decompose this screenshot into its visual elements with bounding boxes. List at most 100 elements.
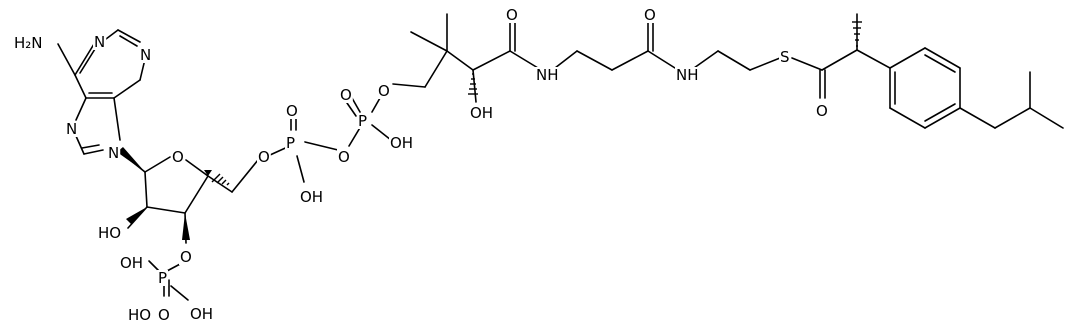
atom-label-n3: N <box>140 46 151 64</box>
atom-label-pb-oh: OH <box>390 134 413 152</box>
atom-label-background <box>815 103 829 119</box>
atom-label-oh-pantoate: OH <box>470 104 493 122</box>
bond <box>717 50 751 71</box>
bond <box>83 149 104 155</box>
atom-label-background <box>357 113 369 129</box>
bond <box>821 49 858 71</box>
atom-label-background <box>643 7 657 23</box>
hash-bond <box>468 73 478 95</box>
bond <box>889 47 926 69</box>
bond <box>472 50 511 71</box>
bond <box>554 50 578 69</box>
atom-label-background <box>339 87 353 103</box>
atom-label-background <box>505 7 519 23</box>
bond <box>146 206 186 214</box>
atom-label-layer: H₂N N N N N O HO O P OH OH O HO O P O OH… <box>14 6 828 324</box>
wedge-bond <box>126 207 147 224</box>
atom-label-background <box>257 149 271 165</box>
stereo-bonds <box>117 21 862 240</box>
wedge-bond <box>204 170 212 176</box>
atom-label-nh-amide2: NH <box>676 66 699 84</box>
atom-label-p3-oh2: OH <box>190 305 213 323</box>
atom-label-background <box>469 105 495 121</box>
bond <box>351 97 361 113</box>
atom-label-background <box>157 307 171 323</box>
atom-label-p3-o: O <box>158 306 170 324</box>
bond <box>924 107 961 129</box>
atom-label-ho2: HO <box>98 224 121 242</box>
atom-label-o3: O <box>180 248 192 266</box>
atom-label-background <box>535 67 560 83</box>
bond <box>127 206 148 229</box>
bond <box>144 156 171 173</box>
wedge-bond <box>117 147 145 172</box>
bond <box>57 43 76 76</box>
atom-label-background <box>97 225 123 241</box>
atom-label-background <box>171 149 185 165</box>
bond <box>144 171 148 208</box>
atom-label-p3-oh1: OH <box>120 254 143 272</box>
wedge-bond <box>182 213 190 240</box>
atom-label-background <box>107 145 121 161</box>
bond <box>611 50 649 71</box>
bond <box>924 103 956 122</box>
atom-label-pb-o: O <box>340 86 352 104</box>
atom-label-pa-o: O <box>286 102 298 120</box>
atom-label-pa: P <box>286 134 295 152</box>
bond <box>113 79 141 99</box>
atom-label-n9: N <box>108 144 119 162</box>
atom-label-o-amide1: O <box>506 6 518 24</box>
bond <box>749 57 781 71</box>
hash-bond <box>852 21 862 47</box>
bond <box>185 159 209 177</box>
bond <box>348 125 362 147</box>
atom-label-background <box>389 135 415 151</box>
atom-label-p3: P <box>158 269 167 287</box>
bond <box>959 107 996 129</box>
atom-label-o5: O <box>258 148 270 166</box>
bond <box>81 144 100 149</box>
bond <box>296 155 305 183</box>
bond <box>74 74 87 99</box>
bond <box>371 97 381 113</box>
atom-label-o-bridge: O <box>338 148 350 166</box>
bond <box>889 107 926 129</box>
bond <box>207 175 233 193</box>
atom-label-background <box>139 47 153 63</box>
atom-label-background <box>157 270 169 286</box>
bond <box>791 57 823 71</box>
atom-label-sulfur: S <box>780 48 790 66</box>
atom-label-background <box>299 189 325 205</box>
atom-label-background <box>779 49 791 65</box>
bond <box>693 50 719 69</box>
atom-label-o-pantoate: O <box>378 82 390 100</box>
bond <box>924 54 956 73</box>
atom-label-nh-amide1: NH <box>536 66 559 84</box>
bond <box>184 175 209 214</box>
bond <box>231 159 259 193</box>
atom-label-background <box>65 121 79 137</box>
bond <box>304 141 339 151</box>
bond <box>924 47 961 69</box>
bond <box>74 43 95 76</box>
bond <box>392 83 426 88</box>
bond <box>647 50 676 69</box>
atom-label-background <box>13 35 44 51</box>
atom-label-background <box>675 67 700 83</box>
bond <box>170 285 189 301</box>
atom-label-ho3: HO <box>128 306 151 324</box>
atom-label-o-thioester: O <box>816 102 828 120</box>
bond <box>472 69 477 103</box>
bond <box>509 50 539 69</box>
bond <box>446 50 474 71</box>
atom-label-background <box>189 306 215 322</box>
atom-label-background <box>119 255 145 271</box>
atom-label-background <box>93 34 107 50</box>
bond <box>119 35 138 47</box>
bond <box>576 50 613 71</box>
bond <box>371 124 392 141</box>
atom-label-background <box>337 149 351 165</box>
bond <box>1029 107 1064 129</box>
bond <box>79 48 96 74</box>
